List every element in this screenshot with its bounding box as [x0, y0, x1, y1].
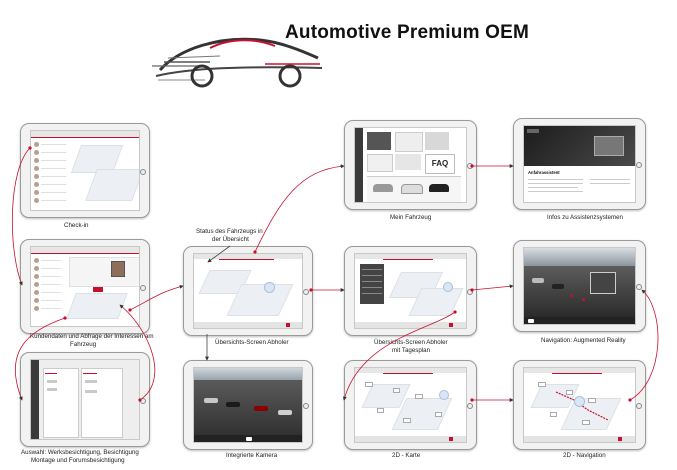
tablet-auswahl[interactable]: [20, 352, 150, 447]
caption-tagesplan-2: mit Tagesplan: [392, 347, 431, 354]
caption-navigation: 2D - Navigation: [563, 452, 606, 459]
home-button[interactable]: [140, 397, 146, 404]
tablet-mein-fahrzeug[interactable]: FAQ: [344, 120, 477, 210]
caption-karte: 2D - Karte: [392, 452, 421, 459]
home-button[interactable]: [467, 289, 473, 295]
home-button[interactable]: [140, 284, 146, 291]
camera-shutter-icon[interactable]: [528, 319, 534, 323]
home-button[interactable]: [140, 168, 146, 175]
caption-status-1: Status des Fahrzeugs in: [196, 228, 263, 235]
mein-fahrzeug-screen: FAQ: [354, 127, 467, 203]
tablet-uebersicht[interactable]: [183, 246, 313, 336]
caption-mein-fahrzeug: Mein Fahrzeug: [390, 214, 432, 221]
caption-uebersicht: Übersichts-Screen Abholer: [215, 339, 289, 346]
tablet-assistenz[interactable]: Anfahrassistent: [513, 118, 646, 210]
caption-kamera: Integrierte Kamera: [226, 452, 278, 459]
home-button[interactable]: [636, 284, 642, 290]
home-button[interactable]: [636, 162, 642, 168]
assistenz-screen: Anfahrassistent: [523, 125, 636, 203]
caption-assistenz: Infos zu Assistenzsystemen: [547, 214, 624, 221]
page-title: Automotive Premium OEM: [285, 22, 530, 43]
caption-status-2: der Übersicht: [212, 236, 249, 243]
kamera-screen: [193, 367, 303, 443]
augmented-screen: [523, 247, 636, 325]
tablet-navigation[interactable]: [513, 360, 646, 450]
caption-kundendaten-2: Fahrzeug: [70, 341, 97, 348]
faq-tile[interactable]: FAQ: [425, 154, 455, 174]
kundendaten-screen: [30, 246, 140, 327]
caption-checkin: Check-in: [64, 222, 89, 229]
home-button[interactable]: [636, 403, 642, 409]
caption-augmented: Navigation: Augmented Reality: [541, 337, 626, 344]
home-button[interactable]: [467, 403, 473, 409]
customer-photo: [111, 261, 125, 277]
checkin-screen: [30, 130, 140, 211]
car-logo: [152, 37, 323, 88]
tablet-karte[interactable]: [344, 360, 477, 450]
caption-auswahl-1: Auswahl: Werksbesichtigung, Besichtigung: [21, 449, 139, 456]
navigation-screen: [523, 367, 636, 443]
tablet-kamera[interactable]: [183, 360, 313, 450]
home-button[interactable]: [303, 289, 309, 295]
tablet-tagesplan[interactable]: [344, 246, 477, 336]
tablet-kundendaten[interactable]: [20, 239, 150, 334]
auswahl-screen: [30, 359, 140, 440]
uebersicht-screen: [193, 253, 303, 329]
camera-shutter-icon[interactable]: [246, 437, 252, 441]
tagesplan-screen: [354, 253, 467, 329]
home-button[interactable]: [303, 403, 309, 409]
caption-auswahl-2: Montage und Forumsbesichtigung: [31, 457, 125, 464]
caption-kundendaten-1: Kundendaten und Abfrage der Interessen a…: [30, 333, 154, 340]
assistenz-heading: Anfahrassistent: [528, 170, 560, 175]
karte-screen: [354, 367, 467, 443]
tablet-checkin[interactable]: [20, 123, 150, 218]
tablet-augmented[interactable]: [513, 240, 646, 332]
route-line: [555, 391, 609, 421]
home-button[interactable]: [467, 163, 473, 169]
